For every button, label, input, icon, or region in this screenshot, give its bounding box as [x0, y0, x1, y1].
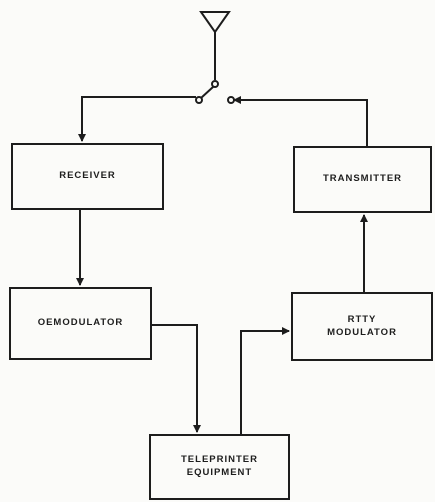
- teleprinter-equipment-block: TELEPRINTER EQUIPMENT: [149, 434, 290, 500]
- connector-switch-to-receiver: [78, 96, 196, 142]
- demodulator-label: OEMODULATOR: [37, 317, 124, 329]
- antenna-icon: [199, 11, 231, 80]
- receiver-block: RECEIVER: [11, 143, 164, 210]
- transmitter-block: TRANSMITTER: [293, 146, 432, 213]
- teleprinter-equipment-label: TELEPRINTER EQUIPMENT: [181, 454, 258, 478]
- connector-transmitter-to-switch: [233, 96, 368, 146]
- connector-teleprinter-to-rtty-modulator: [240, 327, 290, 434]
- rtty-modulator-block: RTTY MODULATOR: [291, 292, 433, 361]
- transmitter-label: TRANSMITTER: [322, 173, 403, 185]
- tr-switch: [195, 80, 235, 104]
- receiver-label: RECEIVER: [59, 170, 116, 182]
- demodulator-block: OEMODULATOR: [9, 287, 152, 360]
- rtty-modulator-label: RTTY MODULATOR: [327, 313, 397, 338]
- connector-demodulator-to-teleprinter: [152, 324, 201, 433]
